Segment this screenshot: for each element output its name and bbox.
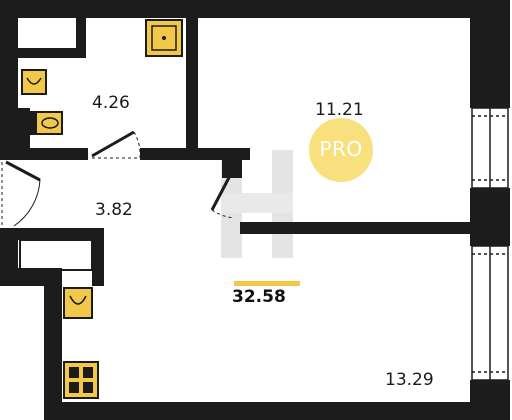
wall-hall-stub	[92, 228, 104, 286]
niche-wall-c	[18, 108, 30, 148]
door-bedroom	[210, 167, 236, 211]
wall-right-middle	[470, 188, 510, 246]
wall-bedroom-bottom	[240, 222, 472, 234]
wall-left-lower	[44, 268, 62, 420]
stove-icon	[63, 361, 99, 399]
door-entrance-opening	[0, 160, 18, 228]
pro-badge-text: PRO	[319, 137, 363, 161]
kitchen-sink-icon	[63, 287, 93, 319]
wall-left-upper	[0, 0, 18, 160]
room-area-living-kitchen: 13.29	[385, 370, 434, 390]
windows	[471, 107, 509, 381]
fixtures	[21, 19, 183, 399]
door-bathroom	[91, 130, 135, 158]
wall-pillar	[222, 150, 242, 178]
door-entrance	[5, 160, 41, 182]
wall-bottom	[44, 402, 510, 420]
sink-icon	[21, 69, 47, 95]
niche-wall-b	[76, 18, 86, 58]
wall-bath-bottom	[0, 148, 88, 160]
wall-left-notch	[0, 268, 62, 286]
wall-right-upper	[470, 0, 510, 108]
wall-top	[0, 0, 510, 18]
room-area-bedroom: 11.21	[315, 100, 364, 120]
niche-outlines	[19, 239, 93, 271]
toilet-icon	[29, 111, 63, 135]
shower-icon	[145, 19, 183, 57]
total-area-underline	[234, 281, 300, 286]
doors	[0, 130, 236, 228]
wall-bath-right	[186, 0, 198, 160]
wall-hall-bottom	[0, 228, 104, 240]
room-area-hallway: 3.82	[95, 200, 133, 220]
niche-wall-a	[18, 48, 86, 58]
room-area-bathroom: 4.26	[92, 93, 130, 113]
total-area: 32.58	[232, 287, 286, 307]
pro-badge	[309, 118, 373, 182]
